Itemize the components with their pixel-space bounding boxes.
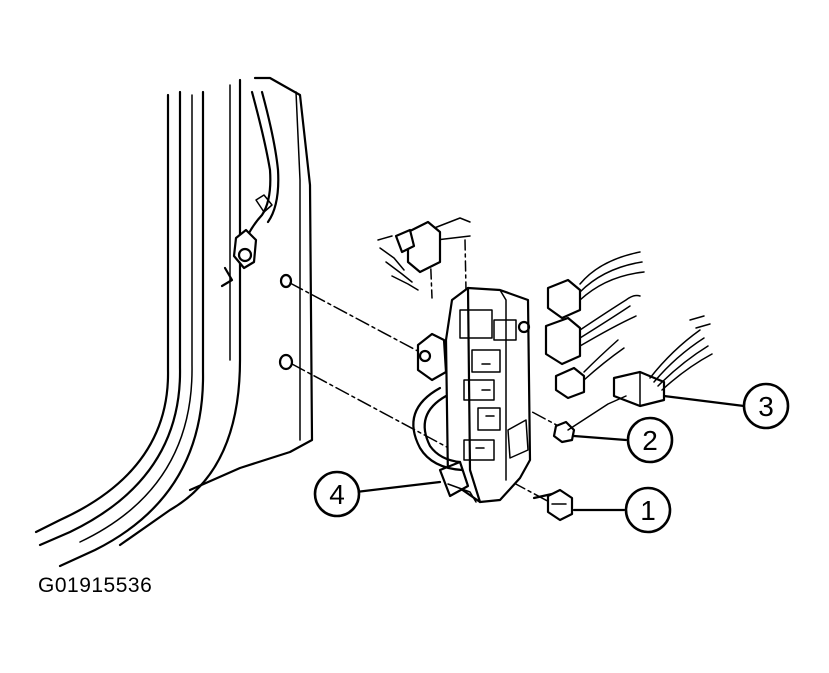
callout-4: 4 bbox=[313, 470, 361, 518]
callout-leaders bbox=[354, 394, 746, 512]
mounting-holes bbox=[278, 273, 294, 371]
fasteners bbox=[532, 420, 576, 522]
svg-text:3: 3 bbox=[758, 391, 774, 422]
callout-1: 1 bbox=[624, 486, 672, 534]
connector-3 bbox=[612, 315, 713, 408]
svg-text:4: 4 bbox=[329, 479, 345, 510]
door-pillar bbox=[34, 76, 314, 568]
callout-3: 3 bbox=[742, 382, 790, 430]
svg-text:1: 1 bbox=[640, 495, 656, 526]
figure-id-label: G01915536 bbox=[38, 574, 153, 597]
right-connectors bbox=[544, 251, 645, 400]
mounting-bracket bbox=[412, 386, 464, 472]
upper-connector bbox=[377, 220, 442, 291]
relay-block bbox=[416, 286, 532, 504]
callout-2: 2 bbox=[626, 416, 674, 464]
svg-text:2: 2 bbox=[642, 425, 658, 456]
pillar-wiring-harness bbox=[220, 90, 280, 288]
